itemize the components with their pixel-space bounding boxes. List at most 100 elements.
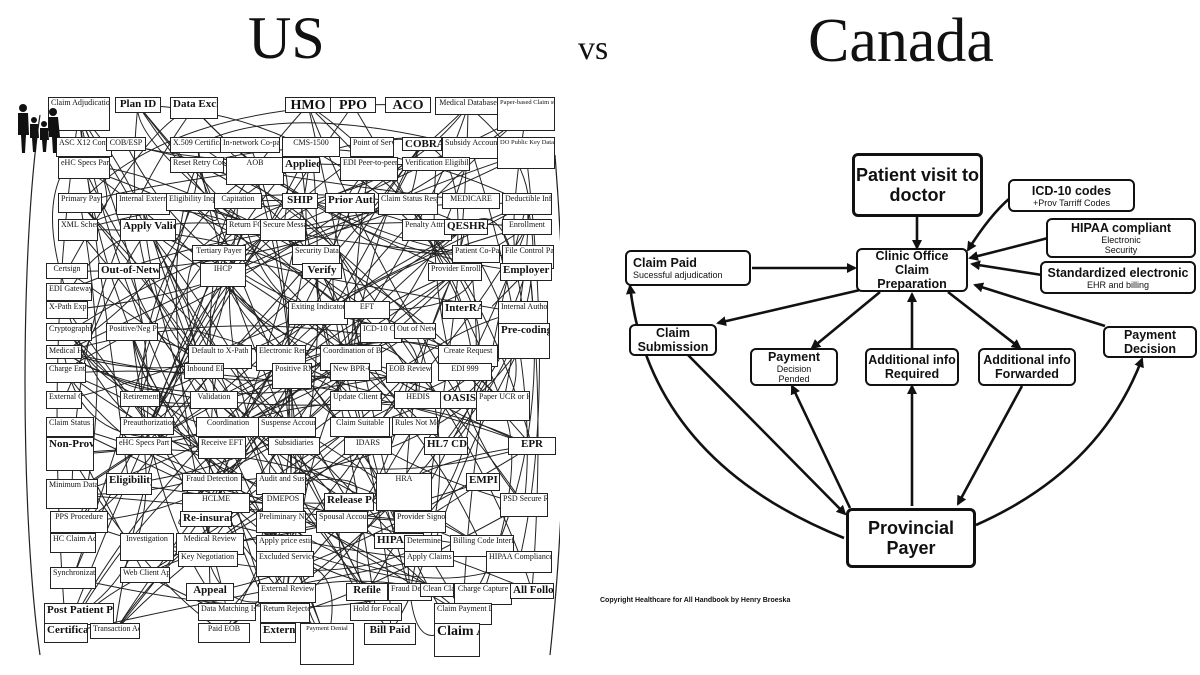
arrow-clinic-to-pended — [810, 290, 881, 350]
us-process-box: IDARS — [344, 437, 392, 455]
us-title: US — [248, 5, 325, 71]
hipaa-label: HIPAA compliant — [1070, 221, 1171, 235]
us-process-box: Update Client Data — [330, 391, 382, 411]
us-process-box: HCLME — [182, 493, 250, 513]
us-process-box: X.509 Certificate — [170, 137, 226, 153]
us-process-box: InterRADER/AC — [442, 301, 482, 319]
us-process-box: Paper UCR or Key entry — [476, 391, 530, 421]
us-process-box: Claim Payment Disputes — [434, 603, 492, 625]
us-process-box: Point of Service — [350, 137, 394, 157]
arrow-forwarded-to-payer — [956, 385, 1024, 506]
provincial-payer-label: Provincial Payer — [867, 518, 955, 558]
us-process-box: ACO — [385, 97, 431, 113]
us-process-box: Apply Claims Corrections — [404, 551, 454, 567]
us-process-box: HIPAA Compliance Validation — [486, 551, 552, 573]
us-process-box: Determine Financial Responsibility — [404, 535, 442, 553]
canada-flowchart: Patient visit to doctor ICD-10 codes +Pr… — [600, 140, 1200, 610]
us-process-box: Paper-based Claim submission — [497, 97, 555, 131]
us-process-box: Provider Signoff — [394, 511, 446, 533]
us-process-box: Receive EFT Check — [198, 437, 246, 459]
us-process-box: Claim Status Response — [378, 193, 438, 215]
us-process-box: Preauthorization — [120, 417, 174, 435]
us-process-box: Return Rejected Claim — [260, 603, 310, 623]
us-process-box: EDI 999 — [438, 363, 492, 381]
us-process-box: Re-insurance Account — [180, 511, 232, 527]
us-connector-line — [142, 203, 279, 634]
icd10-box: ICD-10 codes +Prov Tarriff Codes — [1008, 179, 1135, 212]
us-process-box: In-network Co-payment — [220, 137, 280, 153]
us-process-box: Primary Payer — [58, 193, 102, 213]
provincial-payer-box: Provincial Payer — [846, 508, 976, 568]
canada-title: Canada — [808, 7, 994, 75]
arrow-hipaa-to-clinic — [968, 236, 1049, 261]
us-process-box: Secure Messaging — [260, 219, 306, 241]
us-process-box: PSD Secure Response — [500, 493, 548, 517]
us-process-box: Internal External Authenticate — [116, 193, 170, 215]
claim-paid-box: Claim Paid Sucessful adjudication — [625, 250, 751, 286]
arrow-decision-to-clinic — [973, 282, 1106, 328]
us-process-box: Release Pends — [324, 493, 374, 511]
us-process-box: Paid EOB — [198, 623, 250, 643]
us-process-box: DO Public Key Data — [497, 137, 555, 169]
us-process-box: Provider Enrollment — [428, 263, 482, 281]
us-connector-line — [63, 144, 199, 353]
claim-paid-label: Claim Paid — [633, 256, 697, 270]
us-process-box: PPO — [330, 97, 376, 113]
us-process-box: EOB Review — [386, 363, 432, 383]
us-process-box: Charge Capture — [454, 583, 512, 605]
us-process-box: Security Data Object — [292, 245, 340, 265]
us-process-box: ASC X12 Controls — [56, 137, 112, 157]
us-process-box: XML Schema — [58, 219, 98, 241]
us-process-box: Preliminary Not Paid — [256, 511, 306, 533]
us-connector-line — [284, 226, 528, 614]
us-process-box: HEDIS — [394, 391, 442, 409]
additional-forwarded-label: Additional info Forwarded — [983, 353, 1071, 381]
us-process-box: Medical Database — [435, 97, 501, 115]
arrow-submission-to-payer — [687, 354, 847, 516]
us-process-box: OASIS Content — [440, 391, 480, 409]
us-connector-line — [209, 252, 279, 634]
arrow-clinic-to-submission — [716, 288, 861, 327]
us-connector-line — [131, 331, 211, 593]
us-process-box: Clean Claim — [420, 583, 454, 597]
us-outer-loop-line — [24, 114, 560, 656]
us-connector-line — [68, 331, 228, 613]
standardized-label: Standardized electronic — [1047, 265, 1189, 280]
us-process-box: Synchronization API — [50, 567, 96, 589]
us-process-box: Payment Denial — [300, 623, 354, 665]
family-silhouette-icon — [18, 104, 60, 153]
us-process-box: Claim Acceptance Successful Adjudication — [434, 623, 480, 657]
us-process-box: All Follow-up — [510, 583, 554, 599]
us-process-box: PPS Procedure — [50, 511, 108, 533]
us-process-box: CMS-1500 — [282, 137, 340, 157]
claim-submission-label: Claim Submission — [637, 326, 709, 354]
us-process-box: COB/ESP — [106, 137, 146, 151]
payment-decision-box: Payment Decision — [1103, 326, 1197, 358]
us-process-box: New BPR-03 — [330, 363, 370, 381]
additional-forwarded-box: Additional info Forwarded — [978, 348, 1076, 386]
us-process-box: External Codes — [260, 623, 296, 643]
us-process-box: Claim Status Inquiries — [46, 417, 94, 437]
us-process-box: AOB — [226, 157, 284, 185]
us-process-box: Verify — [302, 263, 342, 279]
us-connector-line — [128, 270, 350, 503]
us-connector-line — [190, 164, 218, 221]
us-process-box: Reset Retry Counter — [170, 157, 224, 173]
us-connector-line — [380, 147, 472, 334]
payment-pended-label: Payment — [767, 350, 821, 364]
clinic-office-label: Clinic Office Claim Preparation — [875, 249, 949, 291]
us-connector-line — [350, 168, 370, 359]
us-process-box: Retirement Benefit — [120, 391, 160, 407]
arrow-clinic-to-forwarded — [947, 290, 1022, 350]
payment-decision-label: Payment Decision — [1123, 328, 1177, 356]
icd10-sublabel: +Prov Tarriff Codes — [1033, 197, 1110, 208]
us-process-box: Validation — [190, 391, 238, 409]
us-process-box: Certsign — [46, 263, 88, 279]
us-connector-line — [193, 107, 456, 273]
us-process-box: Inbound EDI — [184, 363, 224, 379]
us-process-box: Data Matching Issues — [198, 603, 256, 621]
us-process-box: Enrollment — [502, 219, 552, 235]
payment-pended-box: Payment Decision Pended — [750, 348, 838, 386]
us-connector-line — [63, 203, 528, 401]
us-process-box: Plan ID — [115, 97, 161, 113]
